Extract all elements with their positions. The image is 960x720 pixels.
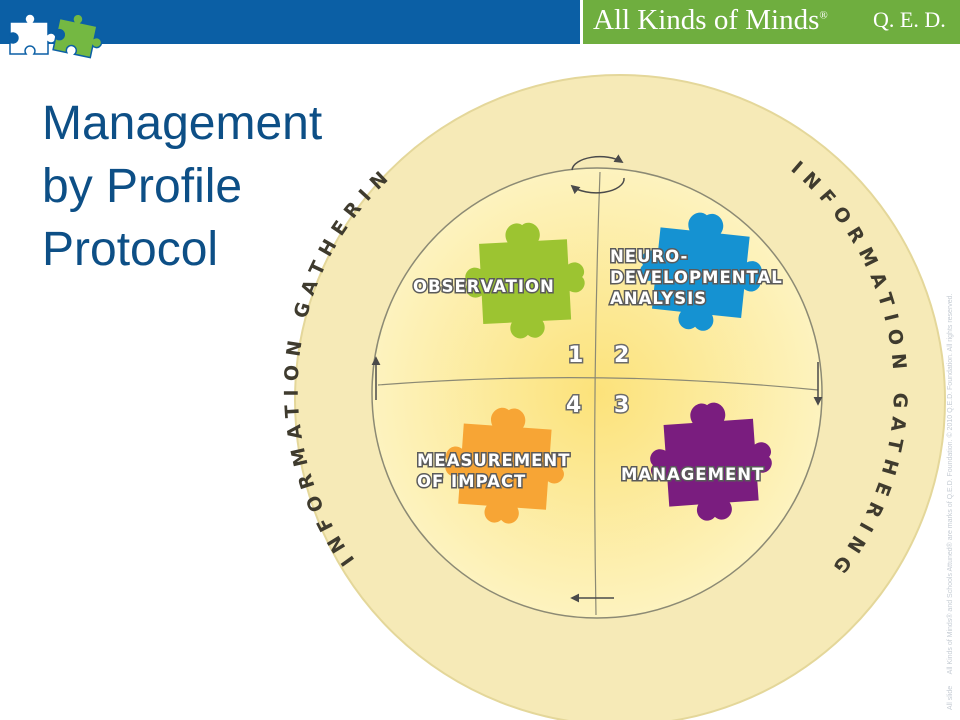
- divider-horizontal: [377, 377, 819, 391]
- quadrant-label-management: MANAGEMENT: [621, 465, 764, 484]
- copyright-text: All Kinds of Minds® and Schools Attuned®…: [947, 293, 954, 675]
- divider-vertical: [594, 171, 601, 616]
- cycle-arrows-icon: [570, 154, 625, 195]
- quadrant-observation: OBSERVATION 1: [412, 222, 585, 370]
- registered-mark: ®: [819, 9, 828, 22]
- header-bar: [0, 0, 580, 44]
- puzzle-piece-management: [650, 402, 772, 521]
- puzzle-icon: [9, 13, 103, 59]
- partner-logo: Q. E. D.: [873, 7, 946, 32]
- quadrant-label-observation: OBSERVATION: [413, 277, 555, 296]
- puzzle-piece-observation: [465, 222, 585, 339]
- brand-name: All Kinds of Minds®: [593, 4, 828, 36]
- puzzle-logo: [9, 13, 103, 59]
- slide-title: Management by Profile Protocol: [42, 97, 323, 276]
- inner-circle: [371, 167, 823, 619]
- puzzle-piece-measurement: [445, 407, 565, 524]
- quadrant-number-measurement: 4: [566, 393, 581, 418]
- quadrant-management: MANAGEMENT 3: [613, 392, 772, 521]
- quadrant-number-management: 3: [614, 393, 629, 418]
- copyright-note: All slide All Kinds of Minds® and School…: [947, 230, 954, 710]
- page-code: All slide: [947, 685, 954, 710]
- quadrant-number-observation: 1: [568, 343, 583, 368]
- puzzle-piece-analysis: [640, 212, 762, 331]
- quadrant-number-analysis: 2: [614, 343, 629, 368]
- brand-bar: All Kinds of Minds® Q. E. D.: [580, 0, 960, 44]
